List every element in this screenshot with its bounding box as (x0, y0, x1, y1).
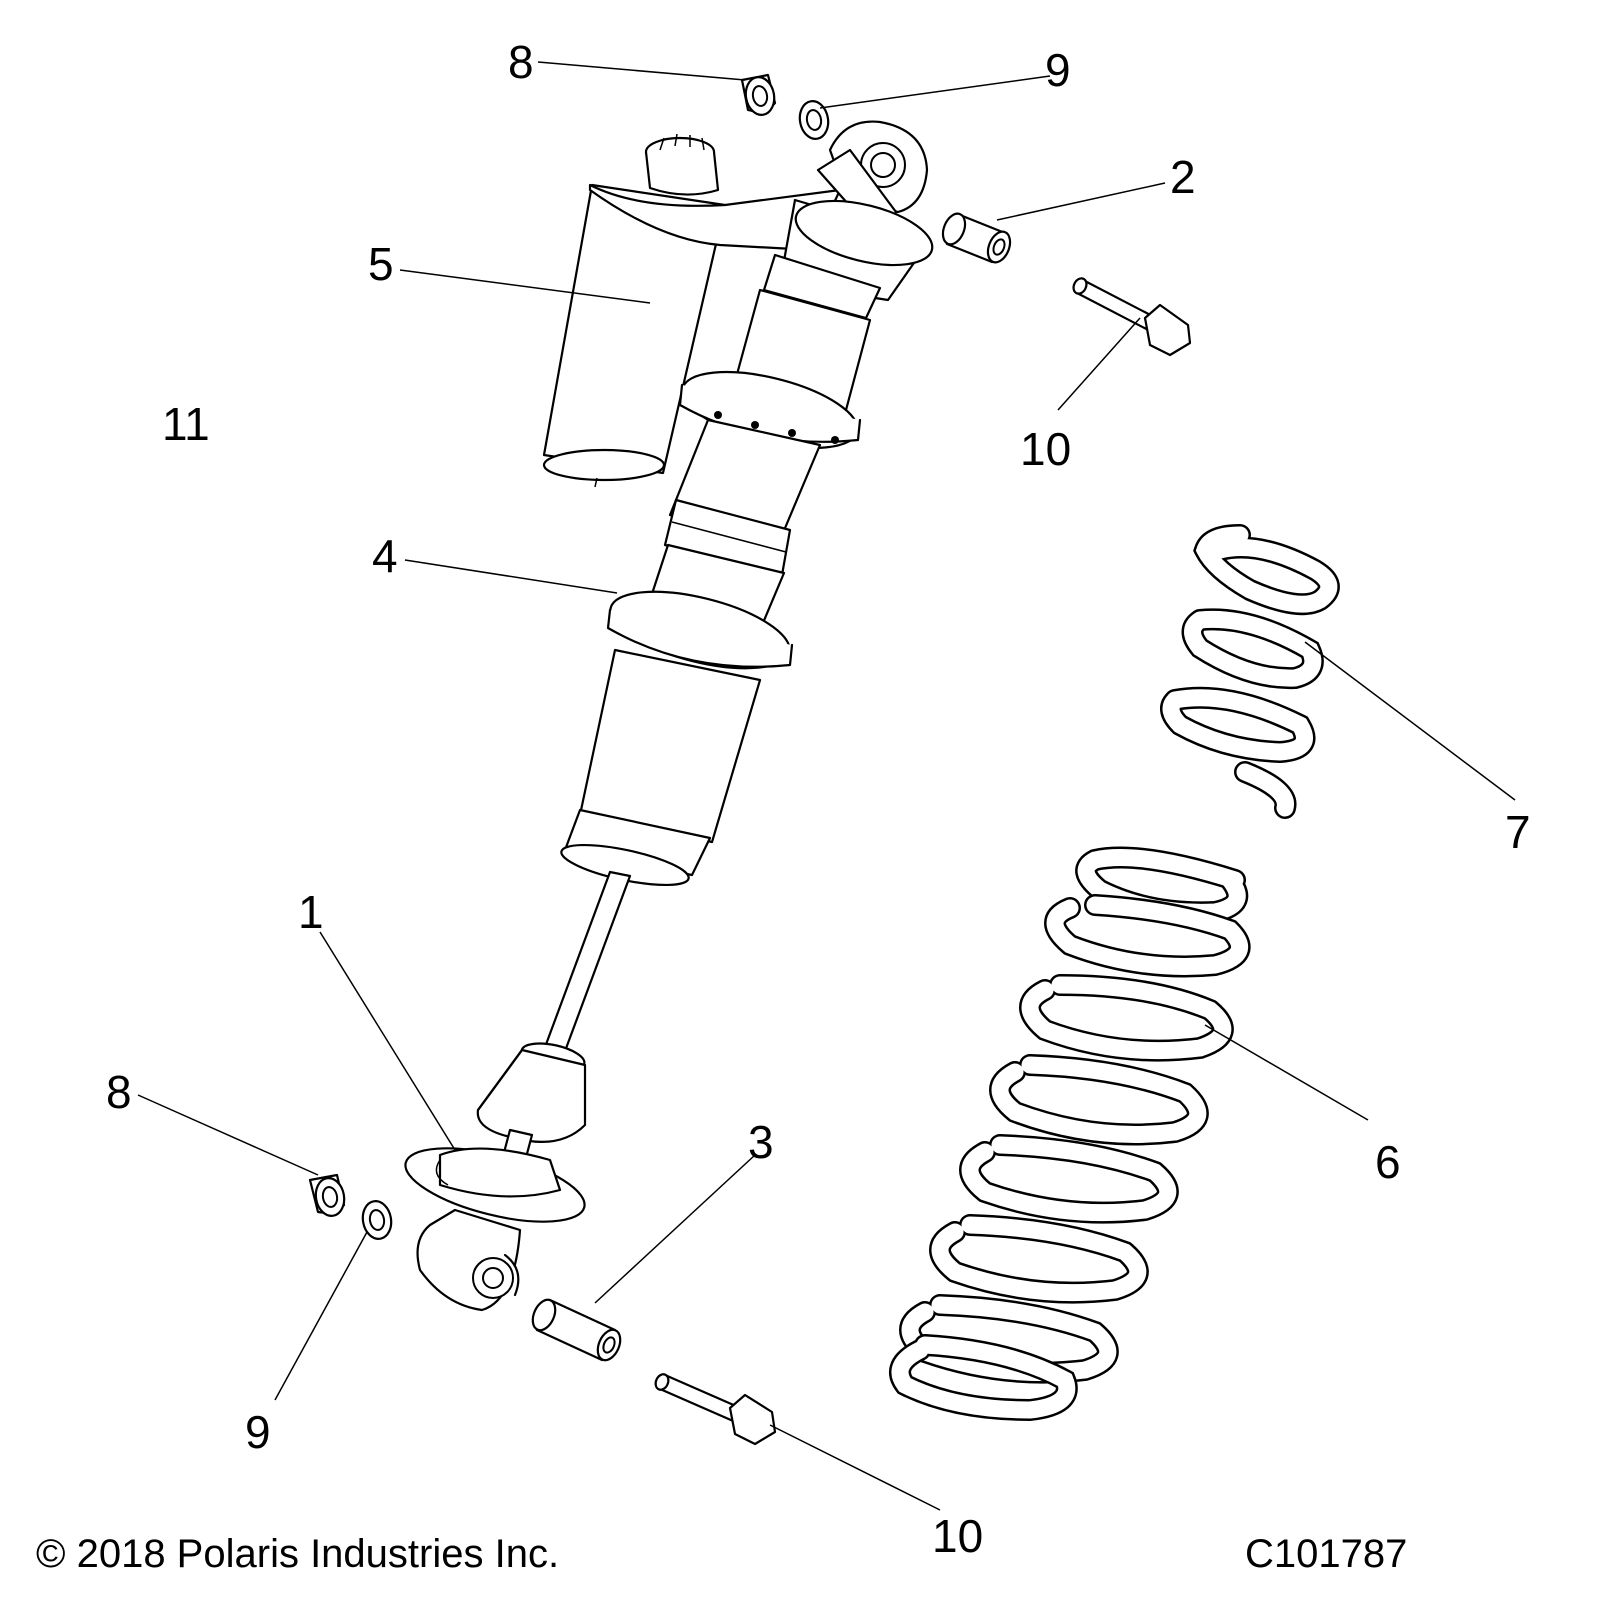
lower-eyelet (416, 1208, 522, 1312)
main-spring (889, 846, 1251, 1422)
top-bushing (740, 73, 777, 116)
callout-1: 1 (298, 886, 324, 938)
callout-8-top: 8 (508, 36, 534, 88)
callout-3: 3 (748, 1116, 774, 1168)
callout-6: 6 (1375, 1136, 1401, 1188)
upper-spacer (941, 212, 1012, 264)
callout-11: 11 (162, 398, 210, 450)
lower-washer (361, 1200, 393, 1240)
reservoir-part (542, 133, 842, 488)
lower-bushing (308, 1173, 346, 1217)
callout-2: 2 (1170, 151, 1196, 203)
shock-shaft (536, 870, 632, 1072)
lower-bolt (654, 1373, 777, 1446)
callout-4: 4 (372, 530, 398, 582)
callouts: 8 9 2 5 11 10 4 7 1 8 3 6 9 10 (106, 36, 1531, 1562)
callout-9-bottom: 9 (245, 1406, 271, 1458)
callout-5: 5 (368, 238, 394, 290)
lower-spring-retainer (404, 1128, 586, 1223)
leader-lines (137, 61, 1516, 1511)
drawing-number: C101787 (1245, 1532, 1407, 1576)
callout-10-bottom: 10 (932, 1510, 983, 1562)
top-washer (798, 100, 830, 140)
callout-7: 7 (1505, 806, 1531, 858)
callout-8-bottom: 8 (106, 1066, 132, 1118)
main-cylinder (560, 198, 934, 887)
tender-spring (1160, 524, 1340, 819)
bump-stop (476, 1042, 587, 1143)
callout-9-top: 9 (1045, 44, 1071, 96)
callout-10-top: 10 (1020, 423, 1071, 475)
copyright-notice: © 2018 Polaris Industries Inc. (36, 1532, 559, 1576)
shock-body (404, 120, 934, 1312)
upper-bolt (1072, 277, 1192, 357)
lower-spacer (531, 1298, 622, 1362)
